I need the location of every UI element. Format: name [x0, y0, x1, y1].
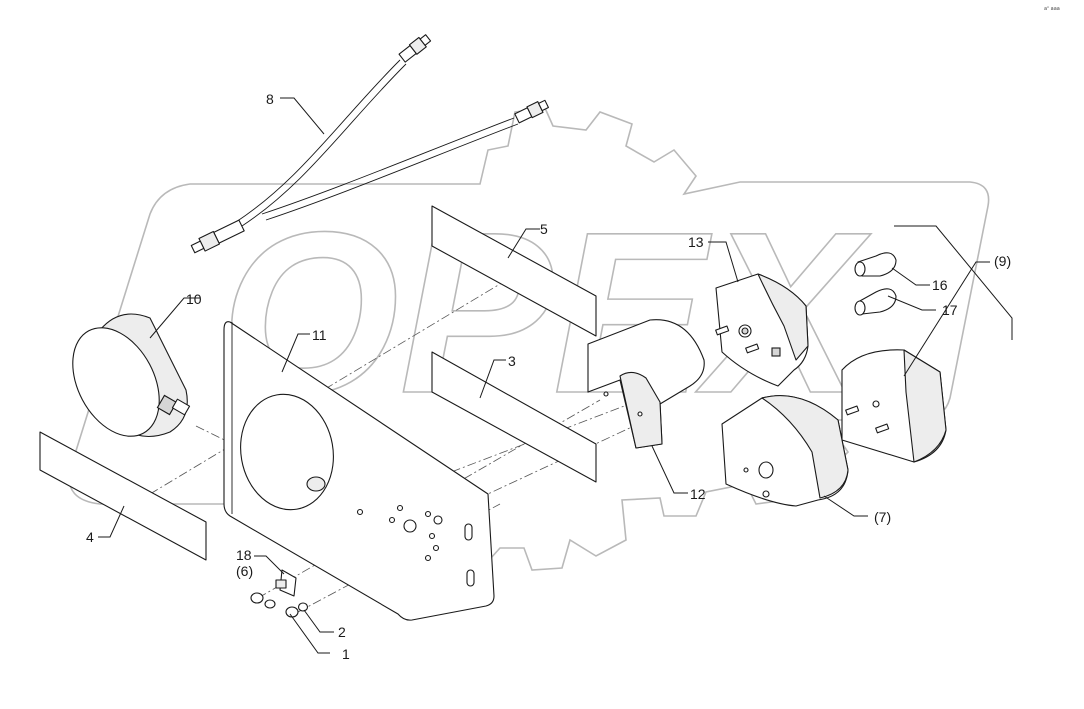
- decal-4: [39, 431, 207, 561]
- callout-5: 5: [540, 221, 548, 237]
- leader-lines: [98, 97, 1013, 654]
- callout-3: 3: [508, 353, 516, 369]
- callout-2: 2: [338, 624, 346, 640]
- callout-9: (9): [994, 253, 1011, 269]
- callout-10: 10: [186, 291, 202, 307]
- callout-6: (6): [236, 563, 253, 579]
- lamp-unit: [841, 349, 947, 463]
- callout-11: 11: [312, 327, 327, 343]
- bulb-16: [854, 252, 897, 277]
- cable-harness: [190, 34, 549, 254]
- callout-17: 17: [942, 302, 958, 318]
- corner-mark: aⁿ aaa: [1044, 6, 1060, 12]
- decal-5: [431, 205, 597, 337]
- callout-1: 1: [342, 646, 350, 662]
- decal-3: [431, 351, 597, 483]
- bulb-17: [854, 288, 897, 316]
- light-bracket: [587, 319, 705, 449]
- work-light: [72, 313, 191, 438]
- lamp-cover: [721, 395, 849, 507]
- callout-12: 12: [690, 486, 706, 502]
- callout-4: 4: [86, 529, 94, 545]
- opex-watermark: OPEX: [68, 107, 990, 571]
- callout-labels: 1 2 3 4 5 (6) (7) 8 (9) 10 11 12 13 16 1…: [86, 91, 1011, 662]
- mounting-hardware: [250, 569, 309, 618]
- callout-16: 16: [932, 277, 948, 293]
- callout-13: 13: [688, 234, 704, 250]
- lamp-housing: [715, 273, 809, 387]
- callout-7: (7): [874, 509, 891, 525]
- callout-18: 18: [236, 547, 252, 563]
- mounting-plate: [223, 321, 495, 621]
- callout-8: 8: [266, 91, 274, 107]
- watermark-gear: [68, 107, 990, 571]
